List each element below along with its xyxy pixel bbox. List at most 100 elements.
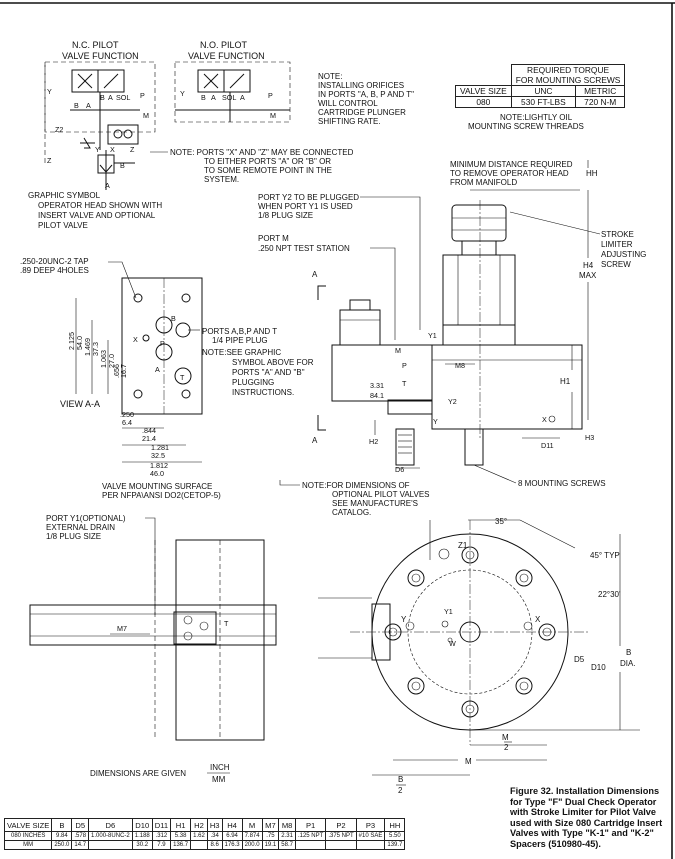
svg-text:SOL: SOL — [116, 93, 130, 102]
no-pilot-function: VALVE FUNCTION — [188, 51, 265, 61]
svg-text:B: B — [201, 93, 206, 102]
nc-pilot-symbol: N.C. PILOT VALVE FUNCTION B A SOL B A Y … — [44, 40, 156, 190]
svg-text:A: A — [312, 270, 318, 279]
svg-text:.844: .844 — [142, 426, 156, 435]
svg-text:NOTE:FOR DIMENSIONS OF: NOTE:FOR DIMENSIONS OF — [302, 481, 410, 490]
svg-text:M7: M7 — [117, 624, 127, 633]
torque-note: NOTE:LIGHTLY OIL MOUNTING SCREW THREADS — [468, 113, 584, 131]
nc-pilot-function: VALVE FUNCTION — [62, 51, 139, 61]
svg-text:Y: Y — [433, 417, 438, 426]
svg-text:84.1: 84.1 — [370, 391, 384, 400]
svg-text:PER NFPA\ANSI DO2(CETOP-5): PER NFPA\ANSI DO2(CETOP-5) — [102, 491, 221, 500]
torque-header-metric: METRIC — [575, 85, 626, 97]
svg-text:NOTE: PORTS "X" AND "Z" MAY BE: NOTE: PORTS "X" AND "Z" MAY BE CONNECTED — [170, 148, 354, 157]
svg-text:Z1: Z1 — [458, 541, 468, 550]
svg-text:P: P — [268, 91, 273, 100]
svg-text:IN PORTS "A, B, P AND T": IN PORTS "A, B, P AND T" — [318, 90, 414, 99]
svg-text:W: W — [449, 639, 456, 648]
svg-text:X: X — [542, 415, 547, 424]
svg-text:HH: HH — [586, 169, 598, 178]
svg-text:Z: Z — [47, 156, 52, 165]
torque-size: 080 — [455, 96, 512, 108]
units-note: DIMENSIONS ARE GIVEN INCH MM — [90, 763, 230, 784]
svg-text:2: 2 — [398, 786, 403, 795]
view-aa: .250-20UNC-2 TAP .89 DEEP 4HOLES B A P T… — [20, 257, 314, 500]
svg-text:Z: Z — [130, 145, 135, 154]
svg-text:PORT Y2 TO BE PLUGGED: PORT Y2 TO BE PLUGGED — [258, 193, 359, 202]
dimensions-table: VALVE SIZE B D5 D6 D10 D11 H1 H2 H3 H4 M… — [3, 818, 406, 850]
svg-text:TO REMOVE OPERATOR HEAD: TO REMOVE OPERATOR HEAD — [450, 169, 569, 178]
svg-text:CARTRIDGE PLUNGER: CARTRIDGE PLUNGER — [318, 108, 406, 117]
svg-text:1/8 PLUG SIZE: 1/8 PLUG SIZE — [46, 532, 101, 541]
figure-caption: Figure 32. Installation Dimensions for T… — [510, 786, 663, 849]
port-m-note: PORT M .250 NPT TEST STATION — [258, 234, 396, 340]
svg-text:B: B — [100, 93, 105, 102]
svg-text:NOTE:: NOTE: — [318, 72, 342, 81]
svg-text:A: A — [86, 101, 91, 110]
svg-text:NOTE:SEE GRAPHIC: NOTE:SEE GRAPHIC — [202, 348, 281, 357]
torque-header-size: VALVE SIZE — [455, 85, 512, 97]
svg-text:A: A — [108, 93, 113, 102]
svg-text:SYMBOL ABOVE FOR: SYMBOL ABOVE FOR — [232, 358, 314, 367]
svg-text:INSTALLING ORIFICES: INSTALLING ORIFICES — [318, 81, 404, 90]
svg-text:Y: Y — [401, 615, 407, 624]
svg-text:.250: .250 — [120, 410, 134, 419]
svg-text:A: A — [105, 181, 110, 190]
svg-text:35°: 35° — [495, 517, 507, 526]
svg-text:T: T — [402, 379, 407, 388]
svg-text:SCREW: SCREW — [601, 260, 631, 269]
svg-text:M8: M8 — [455, 361, 465, 370]
svg-text:MOUNTING SCREW THREADS: MOUNTING SCREW THREADS — [468, 122, 584, 131]
svg-text:INCH: INCH — [210, 763, 230, 772]
svg-text:WILL CONTROL: WILL CONTROL — [318, 99, 378, 108]
dimensions-header-row: VALVE SIZE B D5 D6 D10 D11 H1 H2 H3 H4 M… — [3, 818, 406, 832]
side-elevation: H1 D6 H2 H3 X D11 Y1 Y2 Y M M8 P T 3.31 … — [312, 200, 594, 474]
svg-text:ADJUSTING: ADJUSTING — [601, 250, 646, 259]
svg-text:A: A — [240, 93, 245, 102]
svg-text:D10: D10 — [591, 663, 606, 672]
svg-text:Y1: Y1 — [428, 331, 437, 340]
svg-text:D6: D6 — [395, 465, 404, 474]
svg-text:OPERATOR HEAD SHOWN WITH: OPERATOR HEAD SHOWN WITH — [38, 201, 162, 210]
svg-text:Y: Y — [180, 89, 185, 98]
svg-text:32.5: 32.5 — [151, 451, 165, 460]
svg-text:H3: H3 — [585, 433, 594, 442]
torque-metric: 720 N-M — [575, 96, 626, 108]
svg-text:1.469: 1.469 — [83, 338, 92, 356]
svg-text:STROKE: STROKE — [601, 230, 634, 239]
nc-pilot-title: N.C. PILOT — [72, 40, 119, 50]
svg-text:NOTE:LIGHTLY OIL: NOTE:LIGHTLY OIL — [500, 113, 573, 122]
svg-text:A: A — [155, 365, 160, 374]
no-pilot-symbol: N.O. PILOT VALVE FUNCTION B A SOL A Y P … — [174, 40, 291, 123]
svg-text:H4: H4 — [583, 261, 594, 270]
svg-text:SYSTEM.: SYSTEM. — [204, 175, 239, 184]
svg-text:DIA.: DIA. — [620, 659, 636, 668]
svg-text:37.3: 37.3 — [91, 342, 100, 356]
svg-text:T: T — [180, 373, 185, 382]
svg-text:WHEN PORT Y1 IS USED: WHEN PORT Y1 IS USED — [258, 202, 353, 211]
svg-text:INSTRUCTIONS.: INSTRUCTIONS. — [232, 388, 294, 397]
svg-text:X: X — [133, 335, 138, 344]
stroke-limiter-note: STROKE LIMITER ADJUSTING SCREW H4 MAX — [509, 190, 646, 420]
svg-text:GRAPHIC SYMBOL: GRAPHIC SYMBOL — [28, 191, 101, 200]
plan-view-circle: 35° 45° TYP 22°30' Z1 Y X Y1 W D5 D10 B — [318, 517, 640, 795]
svg-text:MM: MM — [212, 775, 226, 784]
svg-text:P: P — [140, 91, 145, 100]
svg-text:22°30': 22°30' — [598, 590, 621, 599]
dimensions-inches-row: 080 INCHES 9.84 .578 1.000-8UNC-2 1.188 … — [3, 831, 406, 841]
no-pilot-title: N.O. PILOT — [200, 40, 248, 50]
svg-text:Y: Y — [47, 87, 52, 96]
svg-text:TO SOME REMOTE POINT IN THE: TO SOME REMOTE POINT IN THE — [204, 166, 332, 175]
torque-unc: 530 FT-LBS — [510, 96, 577, 108]
svg-text:PORT Y1(OPTIONAL): PORT Y1(OPTIONAL) — [46, 514, 126, 523]
svg-text:INSERT VALVE AND OPTIONAL: INSERT VALVE AND OPTIONAL — [38, 211, 156, 220]
svg-text:PILOT VALVE: PILOT VALVE — [38, 221, 88, 230]
svg-text:Y: Y — [95, 145, 100, 154]
min-distance-note: MINIMUM DISTANCE REQUIRED TO REMOVE OPER… — [450, 160, 598, 191]
svg-text:PLUGGING: PLUGGING — [232, 378, 274, 387]
svg-text:45° TYP: 45° TYP — [590, 551, 620, 560]
svg-text:OPTIONAL PILOT VALVES: OPTIONAL PILOT VALVES — [332, 490, 430, 499]
